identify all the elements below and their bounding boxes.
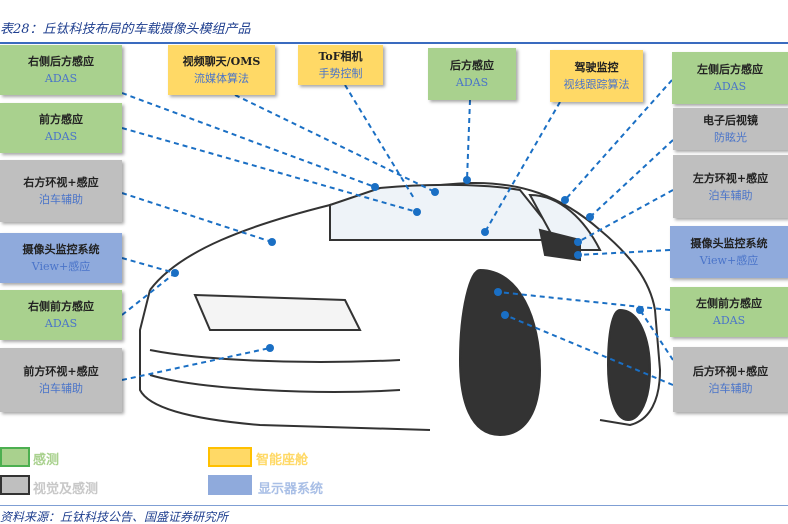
source-note: 资料来源：丘钛科技公告、国盛证券研究所 [0, 510, 229, 524]
box-camera-monitor-right: 摄像头监控系统 View+感应 [670, 226, 788, 278]
box-left-front-sensing: 左侧前方感应 ADAS [670, 287, 788, 337]
box-label: 后方感应 [450, 59, 494, 72]
box-right-surround: 右方环视+感应泊车辅助 [0, 160, 122, 222]
box-label: 右侧前方感应 [28, 300, 94, 313]
box-rear-surround: 后方环视+感应泊车辅助 [673, 347, 788, 412]
box-front-sensing: 前方感应 ADAS [0, 103, 122, 153]
box-label: 左侧前方感应 [696, 297, 762, 310]
box-sublabel: ADAS [712, 314, 746, 327]
box-video-chat-oms: 视频聊天/OMS 流媒体算法 [168, 45, 275, 95]
box-label: 左侧后方感应 [697, 63, 763, 76]
box-label: 摄像头监控系统 [22, 243, 100, 256]
legend-swatch-cockpit [208, 447, 252, 467]
legend-label-vision: 视觉及感测 [33, 482, 99, 497]
box-sublabel: 泊车辅助 [708, 188, 753, 202]
box-sublabel: 泊车辅助 [39, 193, 83, 206]
box-sublabel: ADAS [44, 317, 78, 330]
box-label: 视频聊天/OMS [182, 55, 261, 68]
box-label: 后方环视+感应 [692, 364, 769, 378]
car-outline [139, 181, 662, 437]
legend-swatch-sensing [0, 447, 30, 467]
camera-points [171, 176, 644, 352]
legend-label-display: 显示器系统 [258, 482, 324, 497]
top-rule [0, 42, 788, 44]
box-sublabel: 防眩光 [714, 131, 747, 144]
box-label: 驾驶监控 [574, 61, 619, 74]
box-driver-monitoring: 驾驶监控视线跟踪算法 [550, 50, 643, 102]
box-sublabel: View+感应 [31, 260, 91, 273]
bottom-rule [0, 505, 788, 506]
box-right-front-sensing: 右侧前方感应 ADAS [0, 290, 122, 340]
box-sublabel: View+感应 [699, 254, 759, 267]
box-label: 左方环视+感应 [692, 171, 769, 185]
box-sublabel: ADAS [44, 72, 78, 85]
box-right-rear-sensing: 右侧后方感应 ADAS [0, 45, 122, 95]
legend-label-cockpit: 智能座舱 [256, 453, 309, 468]
box-label: 摄像头监控系统 [690, 237, 768, 250]
box-sublabel: 视线跟踪算法 [563, 78, 630, 91]
box-sublabel: 泊车辅助 [708, 381, 753, 395]
box-left-rear-sensing: 左侧后方感应 ADAS [672, 52, 788, 104]
box-label: 电子后视镜 [703, 114, 758, 127]
box-electronic-mirror: 电子后视镜防眩光 [673, 108, 788, 150]
box-label: 右方环视+感应 [23, 176, 99, 189]
box-sublabel: 手势控制 [318, 67, 363, 80]
box-sublabel: ADAS [455, 76, 489, 89]
box-front-surround: 前方环视+感应泊车辅助 [0, 348, 122, 412]
box-label: ToF相机 [318, 50, 363, 63]
box-label: 前方环视+感应 [23, 365, 99, 378]
box-rear-sensing: 后方感应 ADAS [428, 48, 516, 100]
box-label: 前方感应 [39, 113, 83, 126]
box-sublabel: ADAS [713, 80, 747, 93]
box-camera-monitor-left: 摄像头监控系统 View+感应 [0, 233, 122, 283]
figure-title: 表28：丘钛科技布局的车载摄像头模组产品 [0, 22, 251, 37]
box-label: 右侧后方感应 [28, 55, 94, 68]
legend-label-sensing: 感测 [33, 453, 60, 468]
box-sublabel: ADAS [44, 130, 78, 143]
legend-swatch-vision [0, 475, 30, 495]
box-sublabel: 流媒体算法 [194, 72, 249, 85]
box-tof-camera: ToF相机手势控制 [298, 45, 383, 85]
legend-swatch-display [208, 475, 252, 495]
box-sublabel: 泊车辅助 [39, 382, 83, 395]
box-left-surround: 左方环视+感应泊车辅助 [673, 155, 788, 218]
